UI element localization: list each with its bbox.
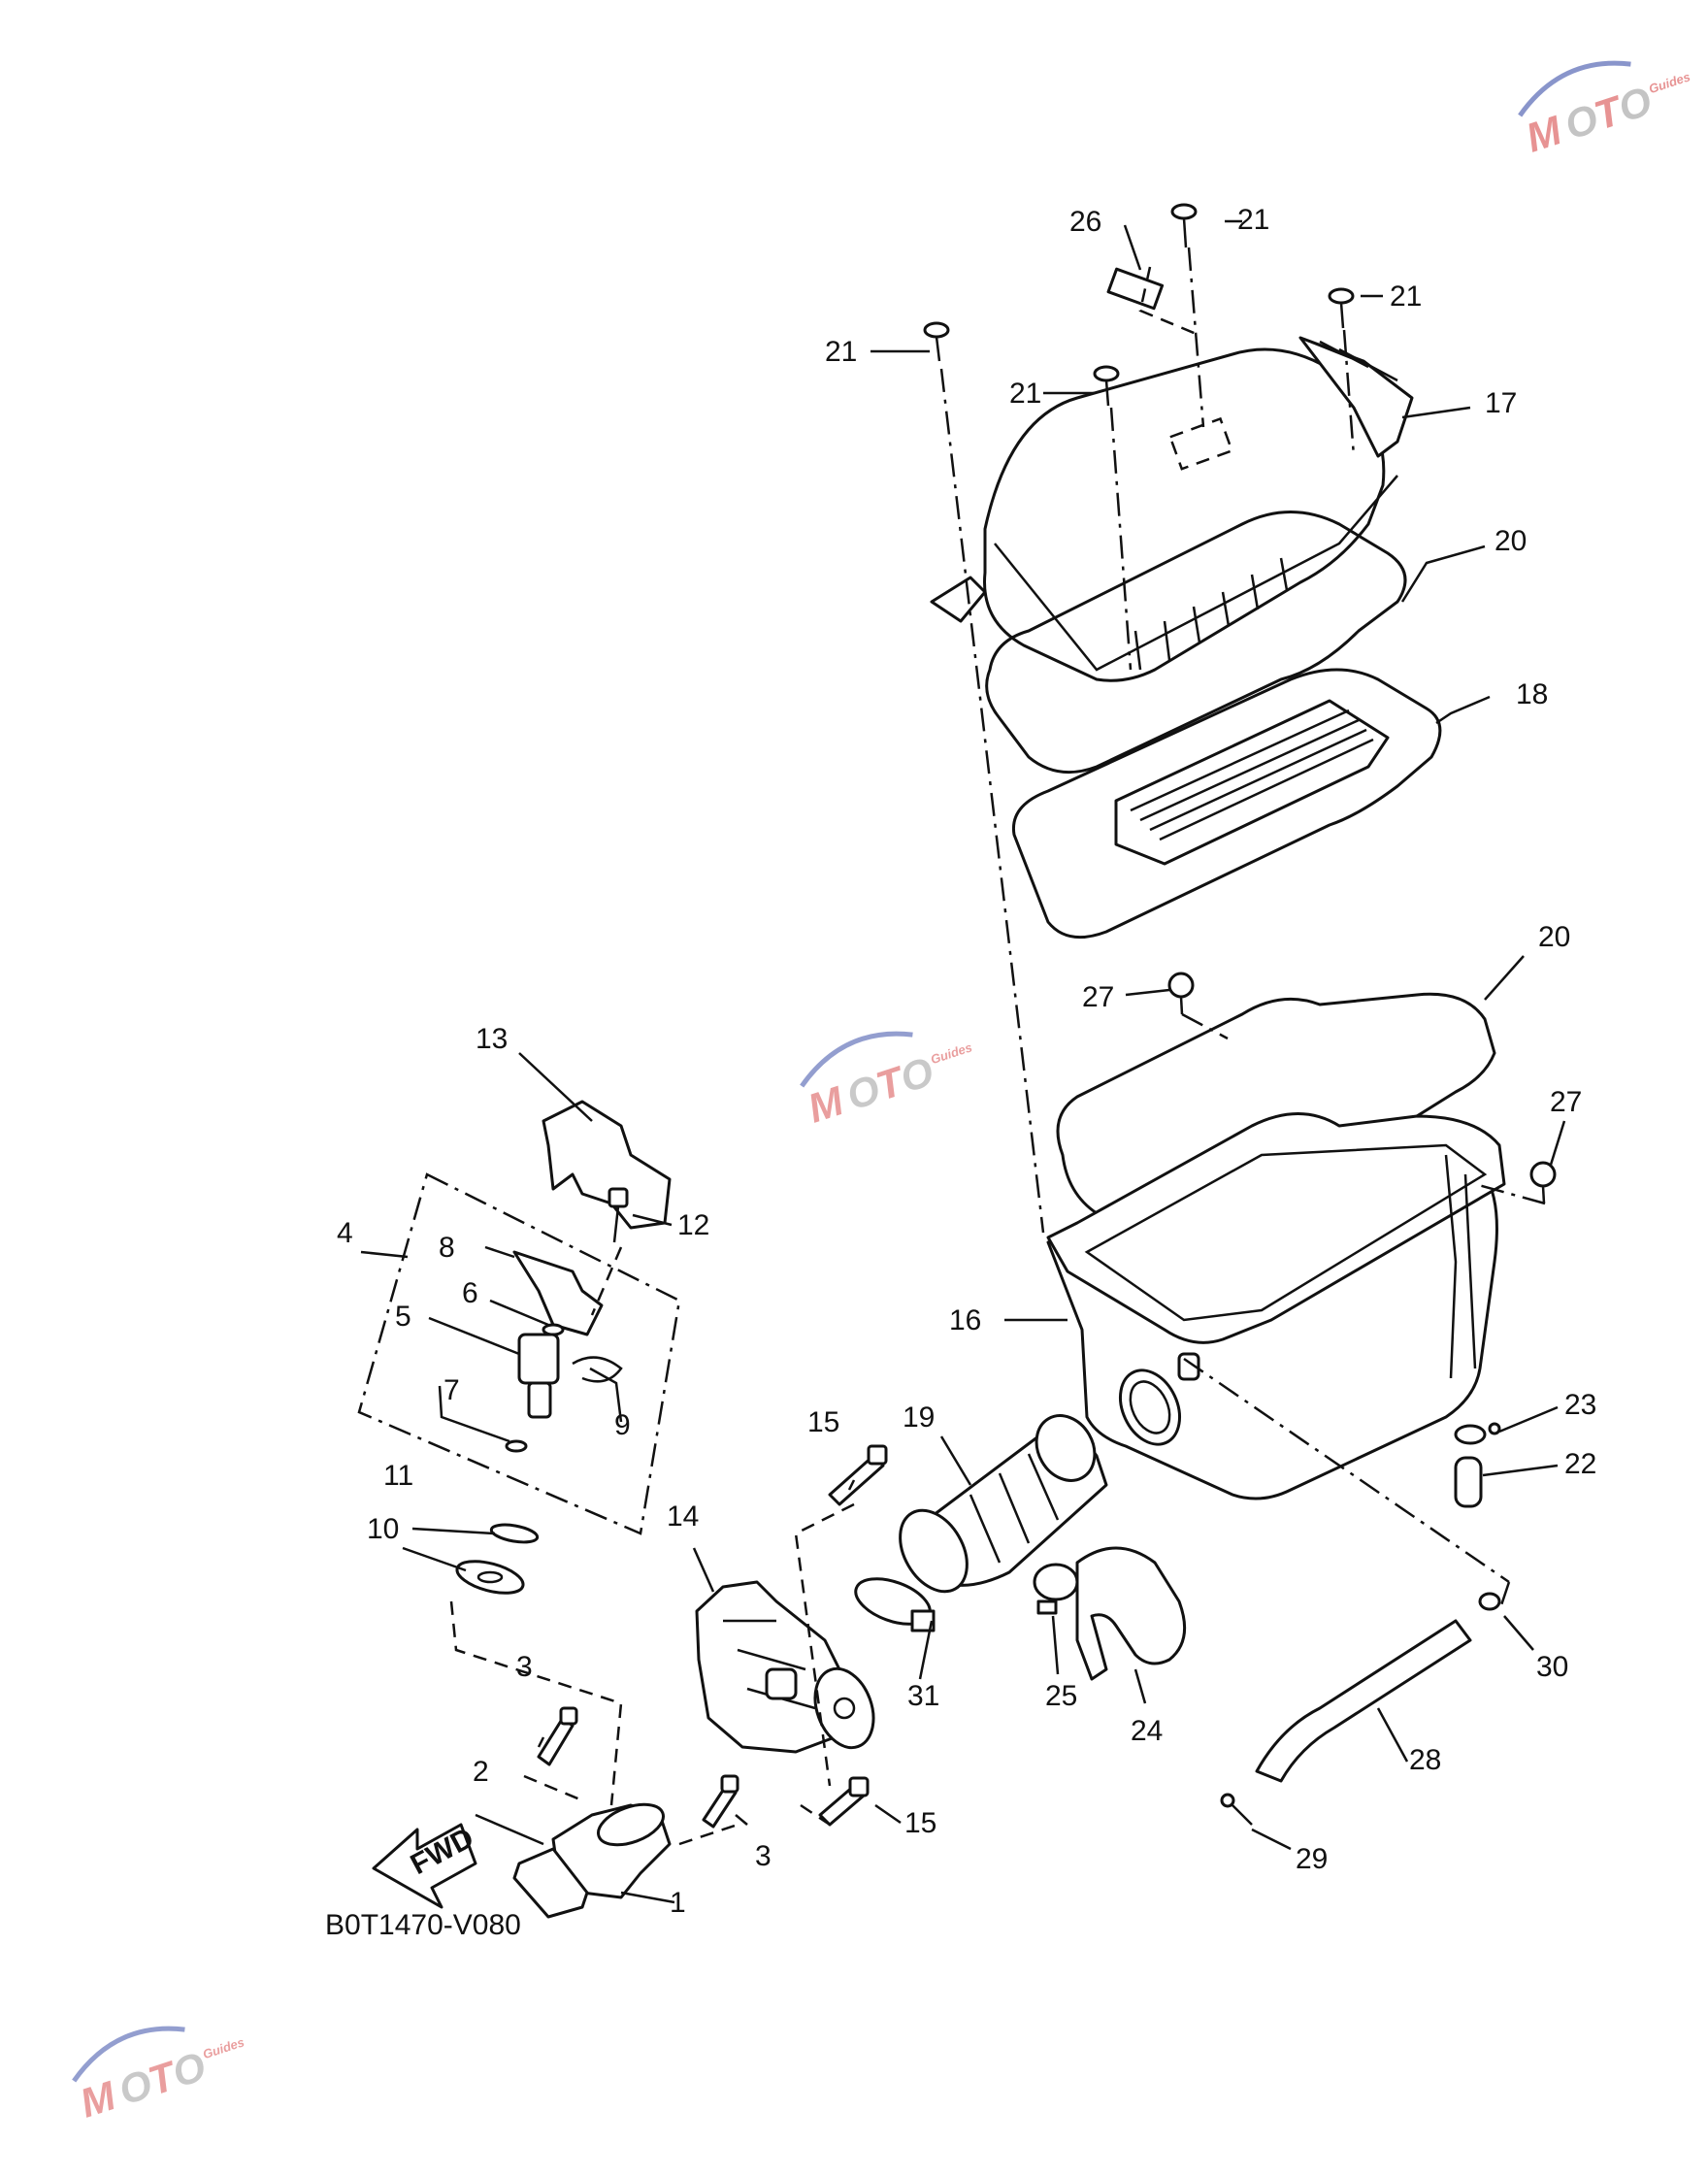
clip-9: [572, 1356, 623, 1383]
seal-11: [489, 1523, 540, 1544]
svg-text:Guides: Guides: [1647, 69, 1692, 96]
fuel-injector: [517, 1333, 560, 1419]
callout-15-lower: 15: [904, 1807, 936, 1839]
callout-11: 11: [383, 1460, 413, 1492]
bolt-15-upper: [828, 1444, 888, 1506]
callout-13: 13: [476, 1023, 508, 1055]
callout-21-a: 21: [825, 336, 857, 368]
callout-22: 22: [1564, 1448, 1596, 1480]
callout-10: 10: [367, 1513, 399, 1545]
bolt-3-left: [537, 1706, 578, 1766]
callout-23: 23: [1564, 1389, 1596, 1421]
watermark-logo-mid: M O T O Guides: [800, 1031, 974, 1132]
intake-gasket: [512, 1847, 589, 1919]
o-ring-7: [505, 1439, 528, 1453]
callout-20-lower: 20: [1538, 921, 1570, 953]
callout-29: 29: [1296, 1843, 1328, 1875]
callout-1: 1: [670, 1887, 686, 1919]
callout-5: 5: [395, 1301, 411, 1333]
callout-30: 30: [1536, 1651, 1568, 1683]
callout-8: 8: [439, 1232, 455, 1264]
callout-2: 2: [473, 1756, 489, 1788]
callouts: 1 2 3 3 4 5 6 7 8 9 10 11 12 13 14 15 15…: [337, 204, 1596, 1919]
callout-18: 18: [1516, 678, 1548, 710]
svg-text:Guides: Guides: [201, 2034, 246, 2061]
svg-text:Guides: Guides: [929, 1039, 974, 1067]
throttle-body: [695, 1580, 875, 1754]
injector-cap: [542, 1100, 672, 1230]
joint-10: [455, 1560, 525, 1595]
svg-text:M: M: [1521, 107, 1568, 161]
bolt-3-right: [702, 1774, 739, 1829]
callout-9: 9: [614, 1409, 631, 1441]
bolt-27-b: [1529, 1161, 1557, 1204]
callout-27-a: 27: [1082, 981, 1114, 1013]
svg-text:M: M: [803, 1077, 850, 1132]
callout-25: 25: [1045, 1680, 1077, 1712]
delivery-pipe: [512, 1250, 604, 1336]
screw-21-a: [923, 321, 950, 362]
alignment-lines: [939, 247, 1546, 1612]
forward-arrow: FWD: [372, 1822, 479, 1909]
callout-21-d: 21: [1390, 280, 1422, 313]
callout-7: 7: [443, 1374, 460, 1406]
drain-plug-22: [1454, 1456, 1483, 1508]
air-cleaner-cover: [930, 336, 1414, 682]
callout-4: 4: [337, 1217, 353, 1249]
breather-hose: [1255, 1619, 1472, 1783]
callout-21-b: 21: [1009, 378, 1041, 410]
screw-21-b: [1093, 365, 1120, 407]
diagram-code: B0T1470-V080: [325, 1909, 521, 1941]
callout-31: 31: [907, 1680, 939, 1712]
bolt-12: [608, 1187, 629, 1243]
callout-26: 26: [1069, 206, 1101, 238]
clamp-23: [1454, 1422, 1501, 1445]
label-sticker: [1106, 267, 1165, 311]
callout-27-b: 27: [1550, 1086, 1582, 1118]
air-box-case: [1046, 1112, 1506, 1500]
hose-clamp-25: [1033, 1563, 1079, 1615]
intake-hose-24: [1075, 1546, 1187, 1681]
reference-lines: [449, 266, 1199, 1846]
callout-12: 12: [677, 1209, 709, 1241]
callout-15-upper: 15: [807, 1406, 839, 1438]
hose-clamp-31: [854, 1577, 936, 1632]
callout-19: 19: [903, 1401, 935, 1434]
air-filter-element: [1011, 668, 1442, 940]
svg-text:M: M: [75, 2072, 122, 2127]
callout-6: 6: [462, 1277, 478, 1309]
callout-3-left: 3: [516, 1651, 533, 1683]
intake-joint: [551, 1802, 672, 1899]
callout-20-upper: 20: [1494, 525, 1527, 557]
screw-21-d: [1328, 287, 1355, 329]
callout-16: 16: [949, 1304, 981, 1336]
clip-30: [1478, 1592, 1501, 1611]
callout-3-right: 3: [755, 1840, 772, 1872]
cover-gasket-upper: [985, 511, 1407, 775]
watermark-logo-top: M O T O Guides: [1518, 60, 1692, 161]
injector-assembly-group: [357, 1172, 681, 1535]
clip-29: [1220, 1793, 1253, 1826]
callout-28: 28: [1409, 1744, 1441, 1776]
callout-21-c: 21: [1237, 204, 1269, 236]
callout-24: 24: [1131, 1715, 1163, 1747]
leader-lines: [360, 219, 1566, 1904]
callout-14: 14: [667, 1500, 699, 1533]
bolt-27-a: [1167, 972, 1195, 1015]
watermark-logo-bottom: M O T O Guides: [72, 2026, 246, 2127]
bolt-15-lower: [818, 1776, 870, 1827]
callout-17: 17: [1485, 387, 1517, 419]
air-filter-joint: [899, 1414, 1108, 1594]
screw-21-c: [1170, 203, 1198, 248]
